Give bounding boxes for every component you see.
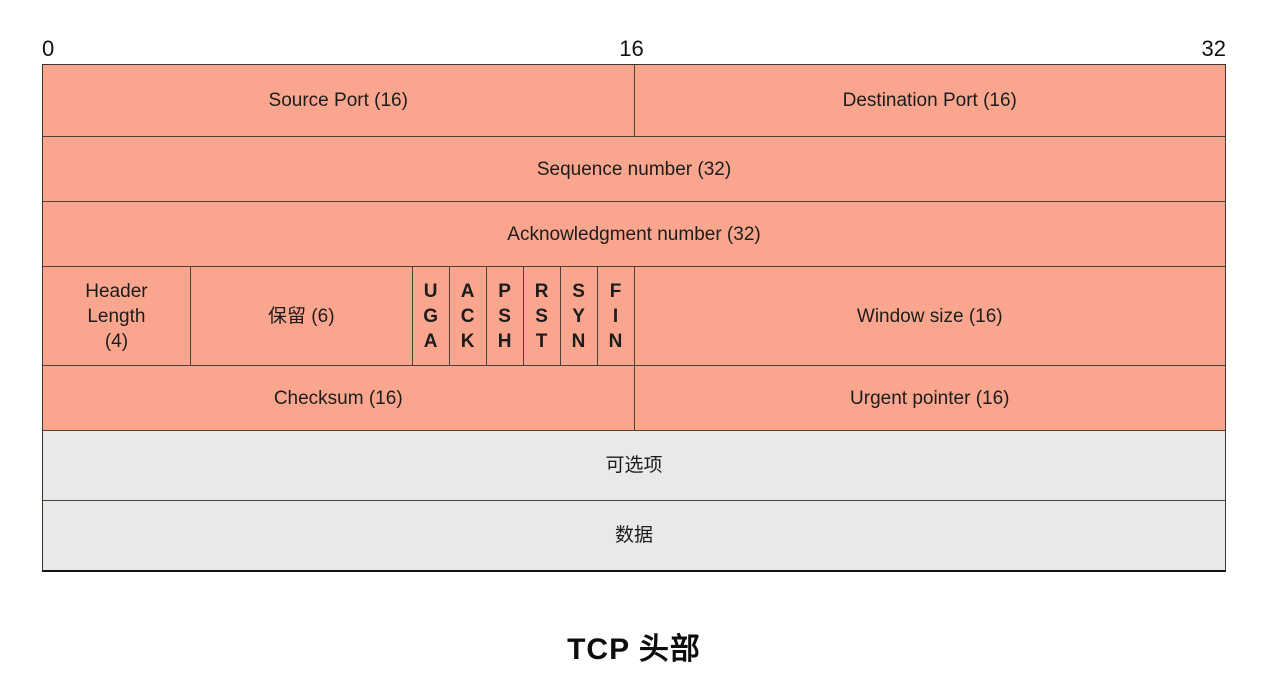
bit-scale-label-16: 16 xyxy=(619,36,644,61)
bit-scale: 0 16 32 xyxy=(42,36,1226,62)
field-source-port: Source Port (16) xyxy=(43,65,634,136)
field-flag-fin: F I N xyxy=(597,267,634,365)
field-header-length: Header Length (4) xyxy=(43,267,190,365)
field-window-size: Window size (16) xyxy=(634,267,1225,365)
field-options: 可选项 xyxy=(43,431,1225,500)
field-sequence-number: Sequence number (32) xyxy=(43,137,1225,201)
field-checksum: Checksum (16) xyxy=(43,366,634,430)
bit-scale-label-32: 32 xyxy=(1201,36,1226,61)
field-reserved: 保留 (6) xyxy=(190,267,412,365)
field-data: 数据 xyxy=(43,501,1225,570)
field-flag-rst: R S T xyxy=(523,267,560,365)
tcp-header-table: Source Port (16) Destination Port (16) S… xyxy=(42,64,1226,572)
tcp-header-diagram: 0 16 32 Source Port (16) Destination Por… xyxy=(42,0,1226,668)
field-flag-psh: P S H xyxy=(486,267,523,365)
field-flag-urg: U G A xyxy=(412,267,449,365)
field-flag-ack: A C K xyxy=(449,267,486,365)
diagram-caption: TCP 头部 xyxy=(567,633,701,666)
field-acknowledgment-number: Acknowledgment number (32) xyxy=(43,202,1225,266)
field-flag-syn: S Y N xyxy=(560,267,597,365)
field-destination-port: Destination Port (16) xyxy=(634,65,1225,136)
bit-scale-label-0: 0 xyxy=(42,36,55,61)
field-urgent-pointer: Urgent pointer (16) xyxy=(634,366,1225,430)
